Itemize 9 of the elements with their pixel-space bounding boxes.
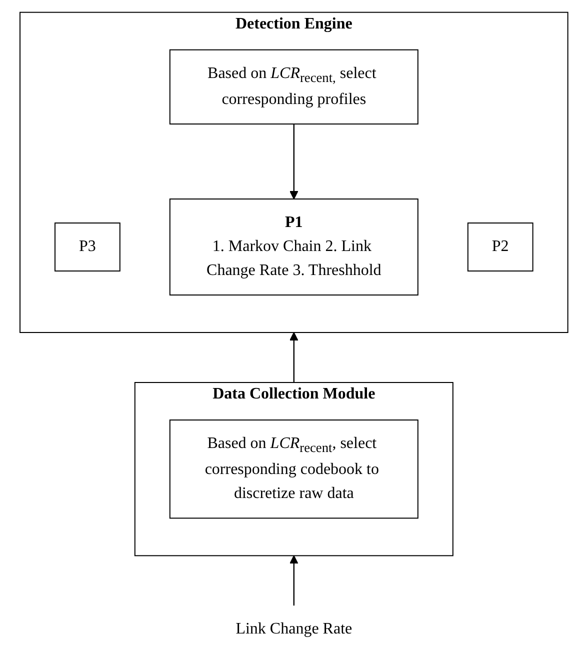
node-box: P1 1. Markov Chain 2. Link Change Rate 3. Threshhold [170, 198, 418, 296]
arrow [290, 124, 298, 200]
node-text: Link Change Rate [236, 620, 352, 638]
arrow [290, 555, 298, 606]
node-box: P3 [54, 222, 120, 272]
node-box: P2 [468, 222, 534, 272]
node-box: Based on LCR$_{recent}$, select corresponding codebook to discretize raw data [170, 420, 418, 519]
arrow [290, 332, 298, 382]
node-box: Based on LCR$_{recent,}$ select corresponding profiles [170, 49, 418, 124]
